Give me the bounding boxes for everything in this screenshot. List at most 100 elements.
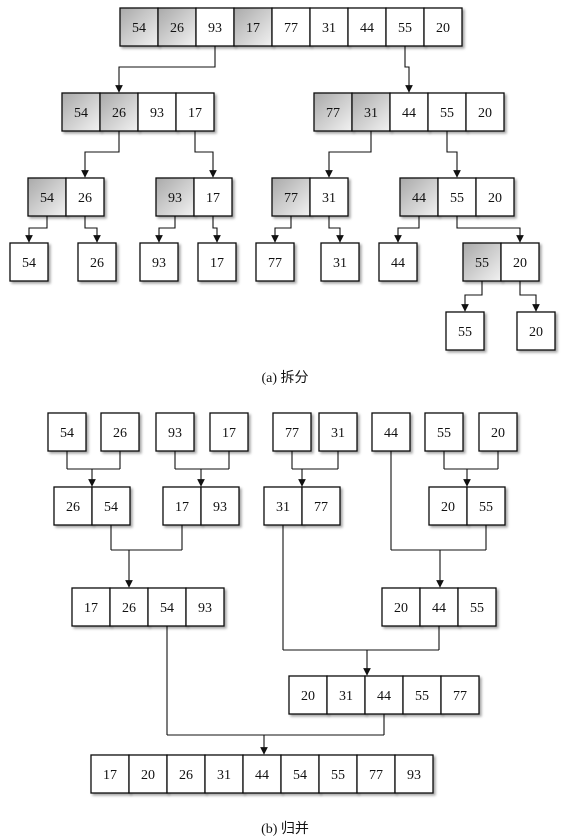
- split-edge-arrow: [25, 216, 48, 243]
- merge-cell-value: 93: [213, 500, 227, 515]
- split-cell-box: [271, 177, 311, 217]
- split-cell-value: 17: [246, 21, 260, 36]
- split-cell-box: [309, 177, 349, 217]
- split-cell-value: 31: [364, 106, 378, 121]
- merge-cell-value: 55: [470, 601, 484, 616]
- split-edge-arrow: [115, 46, 216, 93]
- split-cell-value: 26: [170, 21, 184, 36]
- split-cell-box: [61, 92, 101, 132]
- merge-cell-value: 31: [276, 500, 290, 515]
- split-cell-box: [77, 242, 117, 282]
- merge-cell-value: 17: [222, 426, 236, 441]
- merge-cell-value: 93: [198, 601, 212, 616]
- split-cell-value: 20: [513, 256, 527, 271]
- merge-cell-box: [318, 412, 358, 452]
- split-cell-box: [65, 177, 105, 217]
- merge-cell-box: [91, 486, 131, 526]
- split-cell-box: [309, 7, 349, 47]
- split-cell-value: 54: [74, 106, 88, 121]
- merge-cell-box: [53, 486, 93, 526]
- merge-cell-value: 54: [60, 426, 74, 441]
- split-cell-value: 55: [458, 325, 472, 340]
- merge-cell-value: 77: [453, 689, 467, 704]
- merge-cell-value: 77: [285, 426, 299, 441]
- merge-cell-value: 44: [377, 689, 391, 704]
- split-cell-box: [445, 311, 485, 351]
- split-cell-value: 44: [412, 191, 426, 206]
- merge-cell-box: [47, 412, 87, 452]
- split-cell-box: [193, 177, 233, 217]
- split-cell-value: 17: [210, 256, 224, 271]
- split-edge-arrow: [456, 216, 524, 243]
- split-cell-box: [175, 92, 215, 132]
- split-cell-value: 44: [360, 21, 374, 36]
- merge-cell-box: [288, 675, 328, 715]
- merge-cell-box: [428, 486, 468, 526]
- merge-cell-box: [440, 675, 480, 715]
- merge-cell-box: [272, 412, 312, 452]
- split-cell-value: 17: [206, 191, 220, 206]
- split-edge-arrow: [519, 281, 540, 312]
- merge-cell-value: 54: [104, 500, 118, 515]
- merge-cell-value: 55: [331, 768, 345, 783]
- merge-cell-value: 20: [394, 601, 408, 616]
- split-cell-value: 55: [440, 106, 454, 121]
- merge-cell-box: [209, 412, 249, 452]
- split-edge-arrow: [328, 216, 344, 243]
- split-cell-box: [351, 92, 391, 132]
- split-edge-arrow: [212, 216, 221, 243]
- split-cell-value: 26: [78, 191, 92, 206]
- merge-cell-box: [381, 587, 421, 627]
- merge-cell-box: [394, 754, 434, 794]
- split-cell-value: 31: [322, 191, 336, 206]
- merge-cell-box: [185, 587, 225, 627]
- split-cell-box: [320, 242, 360, 282]
- merge-cell-box: [364, 675, 404, 715]
- split-caption: (a) 拆分: [261, 370, 308, 386]
- split-cell-box: [465, 92, 505, 132]
- merge-cell-box: [478, 412, 518, 452]
- split-cell-value: 55: [398, 21, 412, 36]
- merge-cell-value: 54: [293, 768, 307, 783]
- split-edge-arrow: [81, 131, 120, 178]
- merge-cell-value: 54: [160, 601, 174, 616]
- merge-cell-box: [242, 754, 282, 794]
- split-cell-value: 44: [402, 106, 416, 121]
- merge-cell-value: 44: [255, 768, 269, 783]
- split-cell-value: 54: [22, 256, 36, 271]
- merge-cell-value: 26: [179, 768, 193, 783]
- split-cell-box: [197, 242, 237, 282]
- merge-cell-value: 26: [122, 601, 136, 616]
- merge-cell-box: [109, 587, 149, 627]
- split-cell-box: [313, 92, 353, 132]
- merge-cell-value: 17: [103, 768, 117, 783]
- split-cell-value: 31: [322, 21, 336, 36]
- split-cell-value: 55: [450, 191, 464, 206]
- merge-cell-value: 44: [432, 601, 446, 616]
- split-cell-box: [155, 177, 195, 217]
- merge-cell-box: [166, 754, 206, 794]
- split-cell-box: [99, 92, 139, 132]
- split-cell-value: 31: [333, 256, 347, 271]
- split-cell-box: [475, 177, 515, 217]
- split-cell-box: [389, 92, 429, 132]
- merge-cell-box: [200, 486, 240, 526]
- merge-cell-value: 31: [217, 768, 231, 783]
- split-cell-value: 26: [112, 106, 126, 121]
- split-edge-arrow: [84, 216, 101, 243]
- split-cell-box: [437, 177, 477, 217]
- split-cell-value: 20: [436, 21, 450, 36]
- merge-cell-box: [402, 675, 442, 715]
- split-cell-box: [516, 311, 556, 351]
- merge-cell-box: [204, 754, 244, 794]
- split-cell-value: 54: [132, 21, 146, 36]
- split-edge-arrow: [394, 216, 420, 243]
- merge-cell-value: 20: [301, 689, 315, 704]
- merge-cell-value: 44: [384, 426, 398, 441]
- merge-cell-box: [263, 486, 303, 526]
- split-edge-arrow: [404, 46, 413, 93]
- split-cell-box: [271, 7, 311, 47]
